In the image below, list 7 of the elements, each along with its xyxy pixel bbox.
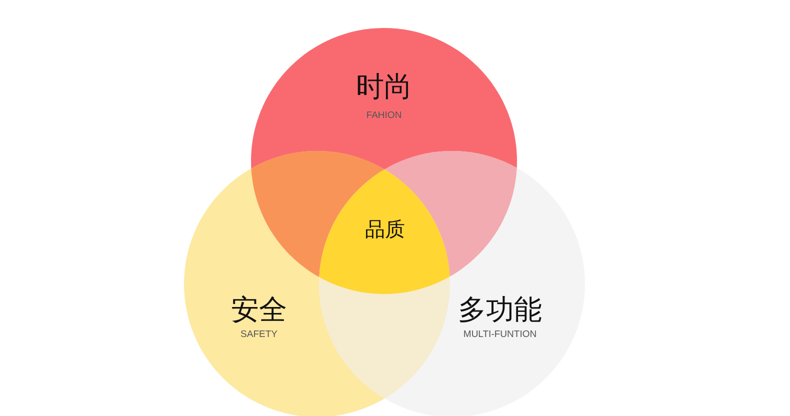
center-label: 品质: [365, 219, 405, 239]
circle-subtitle: FAHION: [366, 111, 402, 120]
circle-title: 多功能: [458, 296, 542, 324]
circle-subtitle: MULTI-FUNTION: [463, 330, 537, 340]
circle-title: 时尚: [356, 73, 412, 101]
circle-title: 安全: [231, 296, 287, 324]
circle-subtitle: SAFETY: [240, 330, 278, 340]
